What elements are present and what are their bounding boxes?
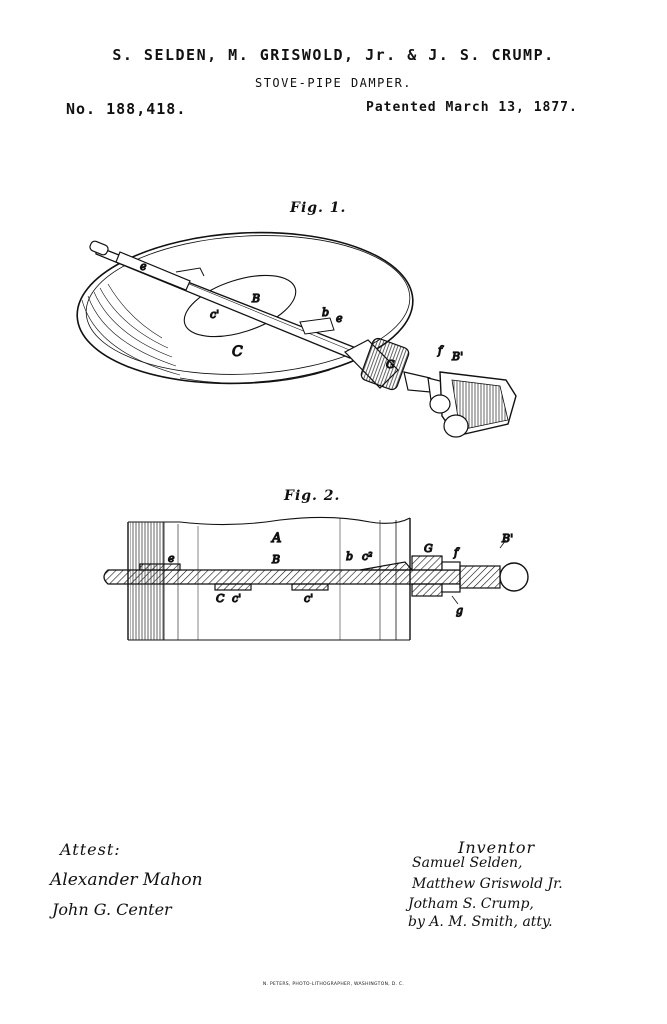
rod-section <box>103 561 461 591</box>
attest-label: Attest: <box>60 840 121 859</box>
fig2-ref-c2: c² <box>362 550 373 563</box>
fig2-ref-C: C <box>216 592 225 605</box>
patent-number: No. 188,418. <box>66 100 187 118</box>
damper-slot <box>183 274 297 338</box>
fig2-ref-b: b <box>346 550 353 563</box>
damper-handle <box>344 337 517 438</box>
patent-date: Patented March 13, 1877. <box>366 100 578 115</box>
fig1-ref-B: B <box>251 292 260 305</box>
inventor-signature-1: Samuel Selden, <box>412 855 523 871</box>
fig1-ref-c1: c' <box>210 308 219 321</box>
fig1-ref-b: b <box>322 306 329 319</box>
fig1-ref-e2: e <box>336 312 343 325</box>
fig2-ref-c1b: c' <box>304 592 313 605</box>
patent-inventors: S. SELDEN, M. GRISWOLD, Jr. & J. S. CRUM… <box>112 46 555 64</box>
figure-2-drawing: e A B b c² G f B' C c' c' g <box>103 516 529 641</box>
figure-2-label: Fig. 2. <box>284 488 341 504</box>
inventor-signature-3: Jotham S. Crump, <box>408 896 534 912</box>
fig1-ref-e: e <box>140 260 147 273</box>
fig2-ref-f: f <box>453 546 460 559</box>
inventor-signature-2: Matthew Griswold Jr. <box>412 876 563 892</box>
fig2-ref-B1: B' <box>501 532 513 545</box>
fig1-ref-B1: B' <box>451 350 463 363</box>
fig1-ref-C: C <box>232 344 243 360</box>
fig1-ref-f: f <box>437 344 444 357</box>
fig2-ref-g: g <box>456 604 463 617</box>
fig2-ref-c1a: c' <box>232 592 241 605</box>
fig2-ref-G: G <box>424 542 433 555</box>
inventor-label: Inventor <box>458 838 536 857</box>
figure-1-label: Fig. 1. <box>290 200 347 216</box>
damper-plate <box>76 231 414 385</box>
lithographer-credit: N. PETERS, PHOTO-LITHOGRAPHER, WASHINGTO… <box>262 982 405 987</box>
witness-signature-1: Alexander Mahon <box>50 870 203 890</box>
fig2-ref-B: B <box>271 553 280 566</box>
damper-rod <box>89 240 357 359</box>
attorney-signature: by A. M. Smith, atty. <box>408 914 553 930</box>
invention-title: STOVE-PIPE DAMPER. <box>254 76 413 90</box>
figure-1-drawing: e B c' b e C G f B' <box>76 231 517 438</box>
fig2-ref-e: e <box>168 552 175 565</box>
handle-section <box>411 539 529 605</box>
witness-signature-2: John G. Center <box>52 900 172 919</box>
fig2-ref-A: A <box>271 531 281 546</box>
fig1-ref-G: G <box>386 358 395 371</box>
